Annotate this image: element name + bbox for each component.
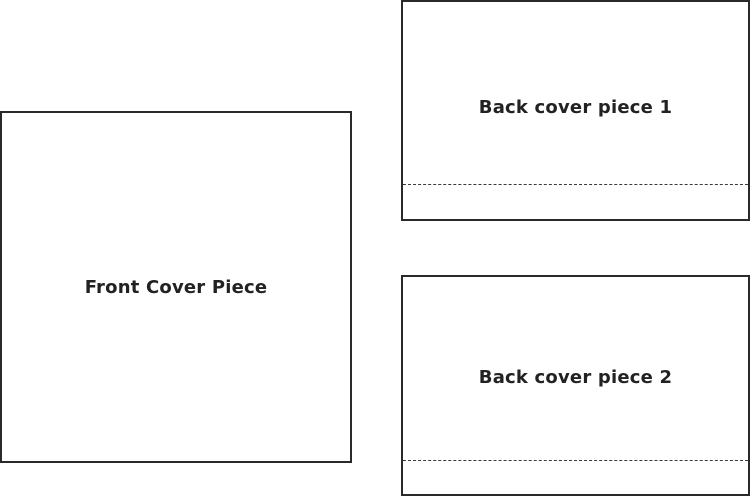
front-cover-piece: Front Cover Piece (0, 111, 352, 463)
back-cover-piece-2: Back cover piece 2 (401, 275, 750, 496)
back-cover-piece-2-fold-line (403, 460, 748, 461)
back-cover-piece-1-label: Back cover piece 1 (478, 97, 673, 118)
back-cover-piece-1-fold-line (403, 184, 748, 185)
back-cover-piece-1: Back cover piece 1 (401, 0, 750, 221)
back-cover-piece-2-label: Back cover piece 2 (478, 367, 673, 388)
front-cover-piece-label: Front Cover Piece (84, 277, 268, 298)
